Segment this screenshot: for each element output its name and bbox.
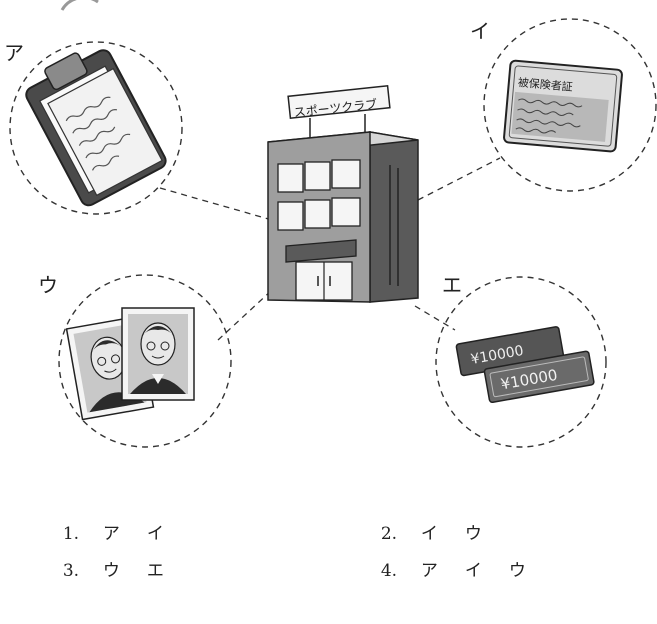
option-4-answer: イ [464,561,482,581]
card-title: 被保険者証 [517,75,573,94]
insurance-card-icon: 被保険者証 [503,59,623,153]
option-3-answer: エ [146,561,164,581]
option-3-answer: ウ [102,561,120,581]
label-e: エ [442,273,462,297]
clipboard-icon [25,49,167,207]
option-2[interactable]: 2. イ ウ [370,499,509,544]
partial-circle-top [60,0,99,11]
option-2-answer: イ [420,524,438,544]
label-a: ア [4,41,24,65]
building-icon: スポーツクラブ [267,85,419,303]
option-1-answer: イ [146,524,164,544]
option-4-number: 4. [380,561,398,581]
option-1-answer: ア [102,524,120,544]
label-i: イ [470,19,490,43]
connector-lines [159,157,501,341]
photos-icon [65,307,195,421]
option-3[interactable]: 3. ウ エ [52,536,191,581]
option-2-number: 2. [380,524,398,544]
option-1-number: 1. [62,524,80,544]
option-4-answer: ウ [508,561,526,581]
option-4[interactable]: 4. ア イ ウ [370,536,553,581]
option-4-answer: ア [420,561,438,581]
dashed-circles [9,18,657,448]
option-3-number: 3. [62,561,80,581]
option-1[interactable]: 1. ア イ [52,499,191,544]
label-u: ウ [38,273,58,297]
banknotes-icon: ¥10000 ¥10000 [455,326,595,404]
option-2-answer: ウ [464,524,482,544]
